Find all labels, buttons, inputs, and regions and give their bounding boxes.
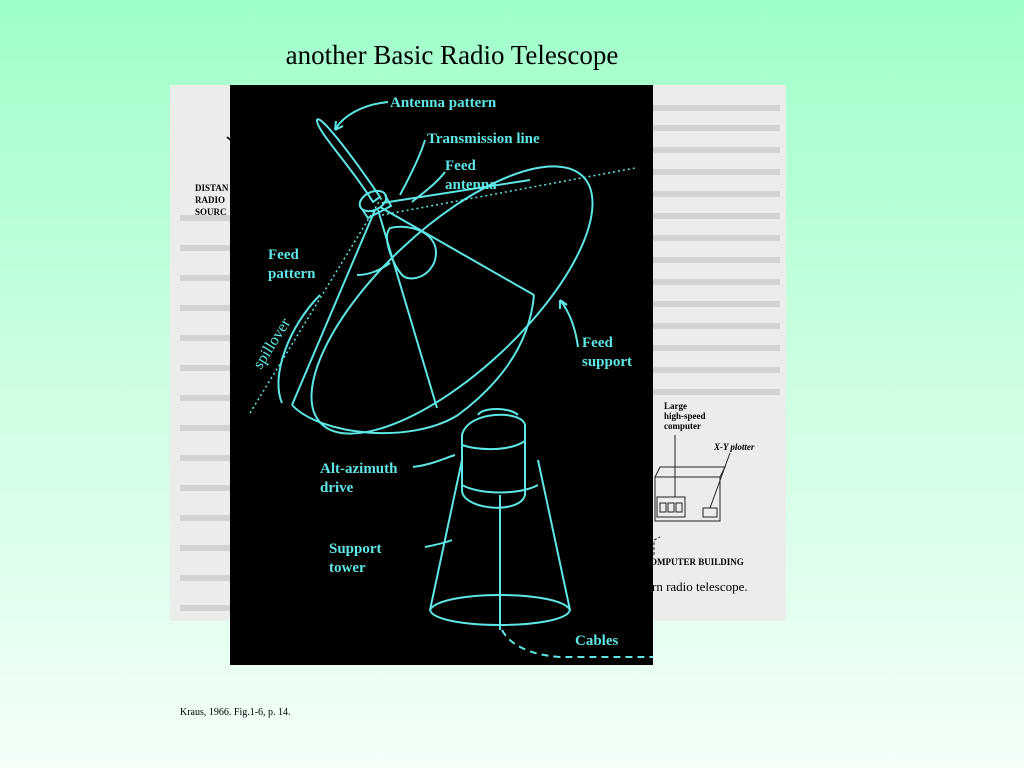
feed-antenna-label-1: Feed (445, 158, 476, 174)
support-tower-label-2: tower (329, 560, 366, 576)
distant-source-label-3: SOURC (195, 207, 227, 217)
alt-azimuth-label-1: Alt-azimuth (320, 461, 398, 477)
computer-building-label: OMPUTER BUILDING (650, 557, 744, 567)
antenna-pattern-label: Antenna pattern (390, 95, 497, 111)
cables-line (501, 629, 653, 658)
alt-azimuth-drive (461, 413, 526, 509)
feed-support-label-1: Feed (582, 335, 613, 351)
slide-title: another Basic Radio Telescope (285, 40, 619, 70)
computer-label-2: high-speed (664, 411, 706, 421)
feed-support-label-2: support (582, 354, 633, 370)
antenna-pattern-lobe (316, 118, 382, 204)
distant-source-label-2: RADIO (195, 195, 226, 205)
distant-source-label-1: DISTAN (195, 183, 229, 193)
telescope-diagram: Antenna pattern Transmission line Feed a… (230, 85, 653, 665)
support-tower-label-1: Support (329, 541, 382, 557)
feed-pattern-label-1: Feed (268, 247, 299, 263)
citation: Kraus, 1966. Fig.1-6, p. 14. (180, 707, 291, 718)
feed-pattern-label-2: pattern (268, 266, 316, 282)
cables-label: Cables (575, 633, 619, 649)
computer-label-1: Large (664, 401, 687, 411)
computer-building-drawing (653, 435, 731, 555)
transmission-line-label: Transmission line (427, 131, 540, 147)
plotter-label: X-Y plotter (714, 442, 755, 452)
feed-antenna-label-2: antenna (445, 177, 497, 193)
computer-label-3: computer (664, 421, 701, 431)
telescope-drawing (249, 101, 653, 658)
figure-caption-fragment: rn radio telescope. (652, 579, 748, 594)
alt-azimuth-label-2: drive (320, 480, 354, 496)
